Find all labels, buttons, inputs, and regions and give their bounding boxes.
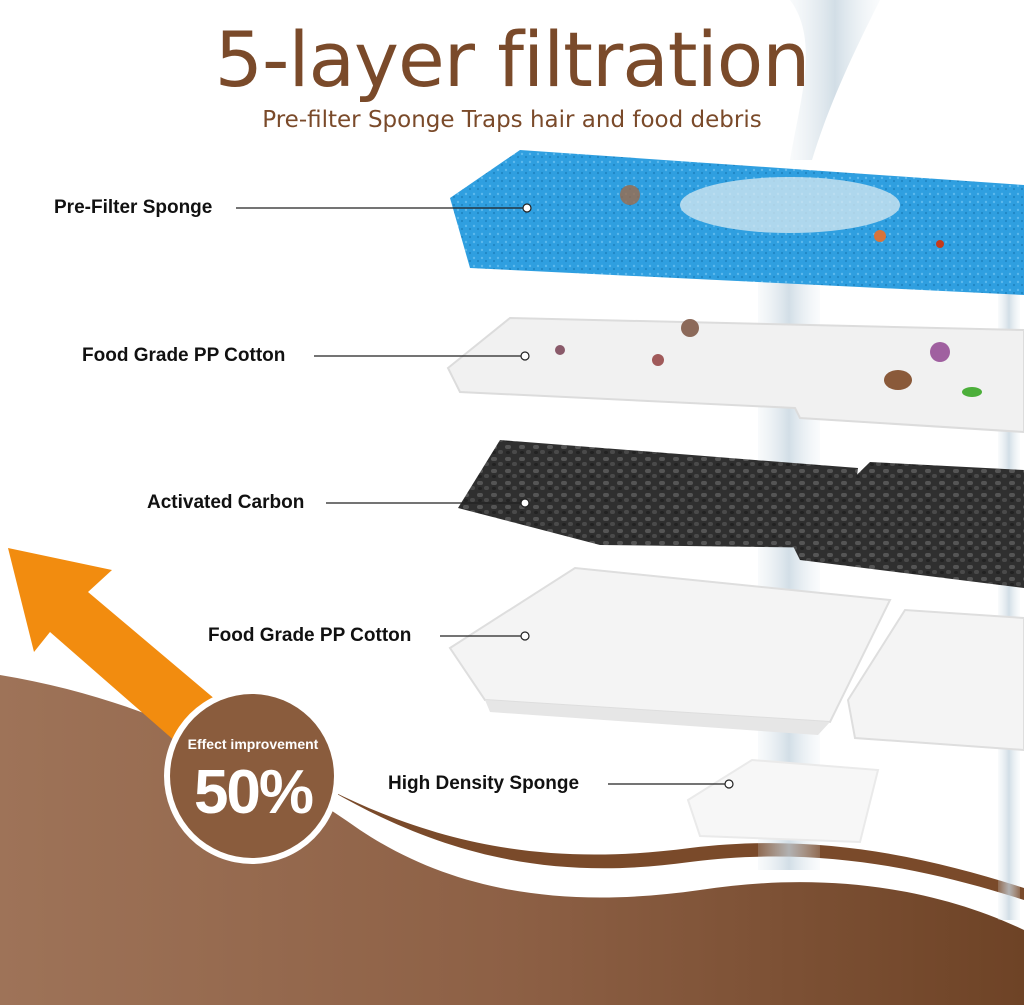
badge-value: 50% bbox=[193, 758, 314, 827]
page-title: 5-layer filtration bbox=[214, 15, 811, 104]
layer-label-high-density-sponge: High Density Sponge bbox=[388, 773, 580, 794]
water-stream bbox=[790, 0, 880, 160]
layer-label-activated-carbon: Activated Carbon bbox=[147, 492, 305, 513]
badge-circle bbox=[170, 694, 334, 858]
orange-arrow bbox=[8, 548, 216, 742]
white-tray bbox=[448, 566, 892, 724]
layer-label-pp-cotton-tray: Food Grade PP Cotton bbox=[208, 625, 412, 646]
brown-swoosh bbox=[330, 790, 1024, 900]
activated-carbon-layer-right bbox=[790, 462, 1024, 588]
activated-carbon-layer bbox=[458, 440, 858, 548]
layer-label-pp-cotton-top: Food Grade PP Cotton bbox=[82, 345, 286, 366]
white-swoosh bbox=[330, 800, 1024, 918]
pp-cotton-tray-top bbox=[446, 316, 1024, 434]
layer-label-pre-filter-sponge: Pre-Filter Sponge bbox=[54, 197, 213, 218]
page-subtitle: Pre-filter Sponge Traps hair and food de… bbox=[262, 107, 762, 133]
high-density-sponge bbox=[686, 758, 880, 844]
badge-caption: Effect improvement bbox=[187, 736, 319, 752]
white-tray-right bbox=[846, 608, 1024, 752]
water-splash bbox=[680, 177, 900, 233]
brown-wave-background bbox=[0, 675, 1024, 1005]
water-stream-right bbox=[998, 280, 1020, 920]
